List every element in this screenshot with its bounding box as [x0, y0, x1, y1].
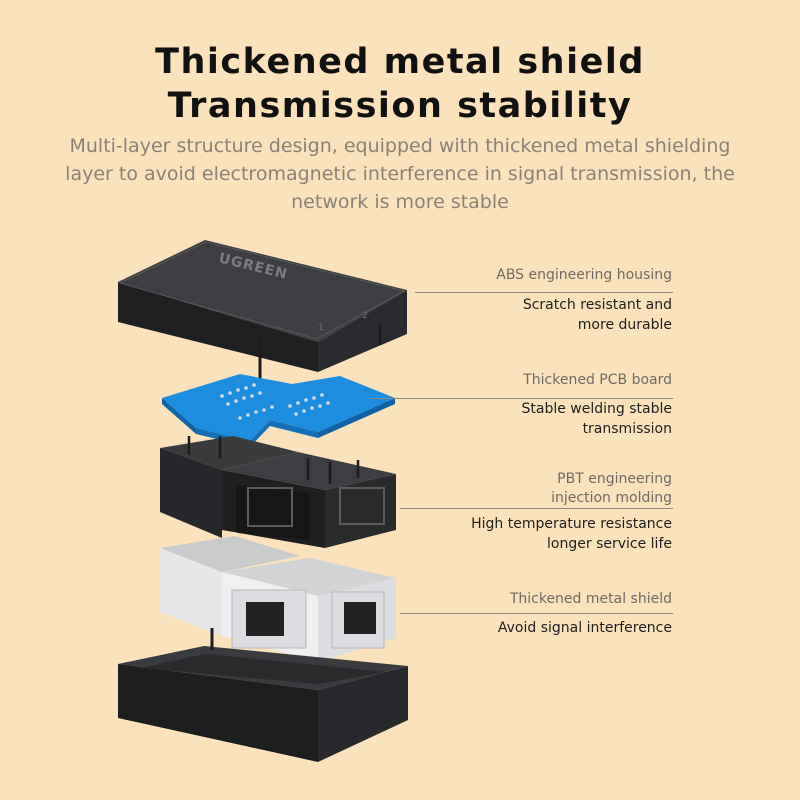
feature-title-pcb: Thickened PCB board	[523, 372, 672, 388]
headline-line-2: Transmission stability	[167, 86, 633, 126]
feature-desc-shield-line-1: Avoid signal interference	[497, 620, 672, 636]
callout-line-housing	[415, 292, 673, 293]
callout-line-pcb	[370, 398, 673, 399]
feature-title-pbt-line-1: PBT engineering	[557, 471, 672, 487]
top-housing: UGREEN 1 2	[118, 240, 407, 382]
feature-title-pbt: PBT engineering injection molding	[551, 470, 672, 508]
feature-title-housing: ABS engineering housing	[496, 267, 672, 283]
feature-desc-shield: Avoid signal interference	[498, 618, 672, 638]
feature-desc-pcb: Stable welding stable transmission	[522, 399, 673, 439]
port-number-1: 1	[318, 323, 324, 333]
bottom-housing	[118, 628, 408, 762]
metal-shield	[160, 536, 396, 662]
pcb-board	[162, 374, 395, 447]
headline-line-1: Thickened metal shield	[155, 42, 645, 82]
subtitle: Multi-layer structure design, equipped w…	[65, 135, 735, 213]
feature-desc-pcb-line-2: transmission	[582, 421, 672, 437]
feature-title-pbt-line-2: injection molding	[551, 490, 672, 506]
callout-line-shield	[400, 613, 673, 614]
feature-desc-pcb-line-1: Stable welding stable	[521, 401, 673, 417]
feature-desc-pbt: High temperature resistance longer servi…	[471, 514, 672, 554]
feature-desc-housing: Scratch resistant and more durable	[523, 295, 672, 335]
pbt-jack-block	[160, 436, 396, 548]
feature-desc-housing-line-2: more durable	[577, 317, 672, 333]
feature-desc-housing-line-1: Scratch resistant and	[522, 297, 672, 313]
feature-title-shield: Thickened metal shield	[509, 591, 672, 607]
feature-desc-pbt-line-2: longer service life	[547, 536, 672, 552]
port-number-2: 2	[362, 311, 368, 321]
feature-desc-pbt-line-1: High temperature resistance	[471, 516, 672, 532]
callout-line-pbt	[400, 508, 673, 509]
